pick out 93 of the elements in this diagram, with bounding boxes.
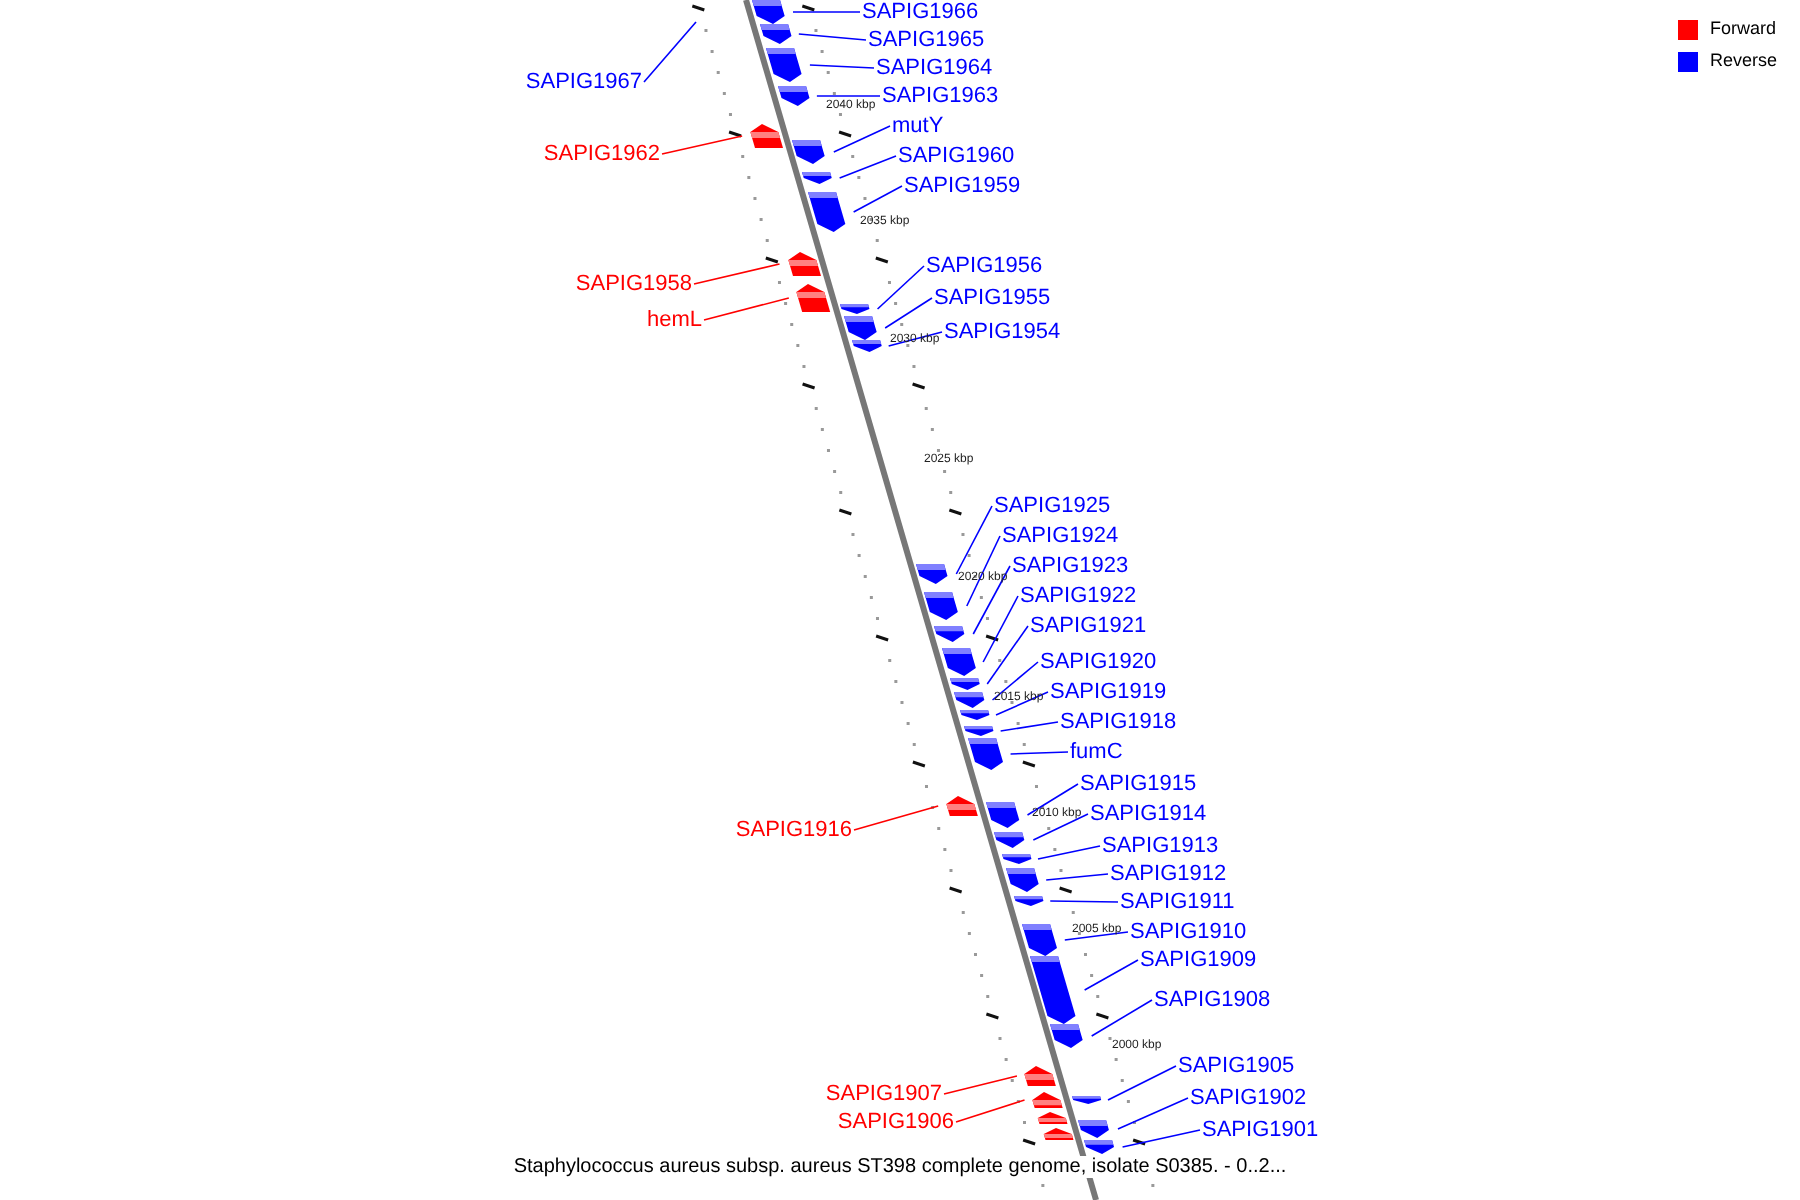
leader-line bbox=[833, 125, 891, 153]
gene-label: SAPIG1959 bbox=[904, 173, 1021, 199]
leader-line bbox=[955, 505, 993, 575]
gene-label: SAPIG1924 bbox=[1002, 523, 1119, 549]
gene-label: SAPIG1921 bbox=[1030, 613, 1147, 639]
leader-line bbox=[1009, 751, 1069, 755]
leader-line bbox=[809, 64, 875, 69]
gene-label: SAPIG1908 bbox=[1154, 987, 1271, 1013]
leader-line bbox=[999, 721, 1059, 732]
gene-label: hemL bbox=[646, 307, 702, 333]
caption: Staphylococcus aureus subsp. aureus ST398 complete genome, isolate S0385. - 0..2... bbox=[513, 1156, 1287, 1178]
gene-label: SAPIG1907 bbox=[825, 1081, 942, 1107]
leader-line bbox=[1049, 900, 1119, 903]
gene-label: SAPIG1913 bbox=[1102, 833, 1219, 859]
leader-line bbox=[991, 661, 1039, 701]
gene-label: SAPIG1954 bbox=[944, 319, 1061, 345]
gene-label: SAPIG1922 bbox=[1020, 583, 1137, 609]
gene-label: SAPIG1963 bbox=[882, 83, 999, 109]
leader-line bbox=[1090, 999, 1153, 1037]
leader-line bbox=[853, 805, 939, 831]
leader-line bbox=[1026, 783, 1079, 816]
gene-block bbox=[744, 124, 788, 148]
gene-label: SAPIG1958 bbox=[575, 271, 692, 297]
gene-label: SAPIG1956 bbox=[926, 253, 1043, 279]
gene-block bbox=[997, 854, 1036, 864]
gene-label: SAPIG1919 bbox=[1050, 679, 1167, 705]
gene-block bbox=[1032, 1112, 1072, 1124]
gene-block bbox=[748, 0, 791, 24]
leader-line bbox=[1083, 959, 1139, 991]
leader-line bbox=[661, 135, 743, 155]
gene-block bbox=[1026, 1092, 1068, 1108]
gene-block bbox=[1009, 896, 1049, 906]
gene-label: SAPIG1918 bbox=[1060, 709, 1177, 735]
gene-block bbox=[790, 284, 835, 312]
leader-line bbox=[693, 263, 781, 285]
gene-label: SAPIG1911 bbox=[1120, 889, 1235, 915]
gene-label: SAPIG1910 bbox=[1130, 919, 1247, 945]
leader-line bbox=[703, 297, 790, 321]
leader-line bbox=[1032, 813, 1089, 841]
leader-line bbox=[1107, 1065, 1177, 1101]
gene-label: SAPIG1925 bbox=[994, 493, 1111, 519]
legend-label: Reverse bbox=[1710, 50, 1778, 72]
leader-line bbox=[1121, 1129, 1201, 1148]
gene-block bbox=[755, 24, 797, 44]
gene-label: mutY bbox=[892, 113, 944, 139]
gene-label: SAPIG1902 bbox=[1190, 1085, 1307, 1111]
gene-label: SAPIG1915 bbox=[1080, 771, 1197, 797]
gene-block bbox=[1001, 868, 1045, 892]
gene-label: SAPIG1912 bbox=[1110, 861, 1227, 887]
gene-label: SAPIG1914 bbox=[1090, 801, 1207, 827]
leader-line bbox=[643, 21, 697, 83]
gene-label: SAPIG1964 bbox=[876, 55, 993, 81]
gene-block bbox=[1067, 1096, 1106, 1104]
gene-label: SAPIG1916 bbox=[735, 817, 852, 843]
leader-line bbox=[955, 1099, 1026, 1123]
gene-block bbox=[1017, 924, 1063, 956]
gene-label: SAPIG1906 bbox=[837, 1109, 954, 1135]
gene-block bbox=[1018, 1066, 1061, 1086]
leader-line bbox=[876, 265, 925, 310]
gene-block bbox=[955, 710, 994, 720]
gene-label: SAPIG1962 bbox=[543, 141, 660, 167]
gene-label: SAPIG1923 bbox=[1012, 553, 1129, 579]
gene-label: SAPIG1955 bbox=[934, 285, 1051, 311]
gene-label: SAPIG1920 bbox=[1040, 649, 1157, 675]
gene-block bbox=[773, 86, 815, 106]
gene-label: SAPIG1967 bbox=[525, 69, 642, 95]
leader-line bbox=[986, 625, 1029, 685]
gene-label: SAPIG1965 bbox=[868, 27, 985, 53]
leader-line bbox=[816, 95, 881, 97]
leader-line bbox=[798, 33, 867, 41]
gene-label: SAPIG1901 bbox=[1202, 1117, 1319, 1143]
gene-label: SAPIG1966 bbox=[862, 0, 979, 25]
leader-line bbox=[1045, 873, 1109, 881]
leader-line bbox=[852, 185, 903, 213]
leader-line bbox=[943, 1075, 1018, 1095]
leader-line bbox=[982, 595, 1019, 663]
leader-line bbox=[1037, 845, 1101, 860]
gene-block bbox=[937, 648, 982, 676]
gene-block bbox=[940, 796, 982, 816]
gene-block bbox=[847, 340, 887, 352]
leader-line bbox=[838, 155, 897, 179]
leader-line bbox=[884, 297, 933, 329]
gene-label: SAPIG1905 bbox=[1178, 1053, 1295, 1079]
gene-label: fumC bbox=[1070, 739, 1123, 765]
leader-line bbox=[1064, 931, 1129, 941]
gene-block bbox=[959, 726, 999, 736]
gene-label: SAPIG1960 bbox=[898, 143, 1015, 169]
gene-block bbox=[945, 678, 986, 690]
legend-label: Forward bbox=[1710, 18, 1777, 40]
gene-label: SAPIG1909 bbox=[1140, 947, 1257, 973]
leader-line bbox=[1117, 1097, 1189, 1130]
leader-line bbox=[792, 11, 861, 13]
gene-block bbox=[798, 172, 838, 184]
